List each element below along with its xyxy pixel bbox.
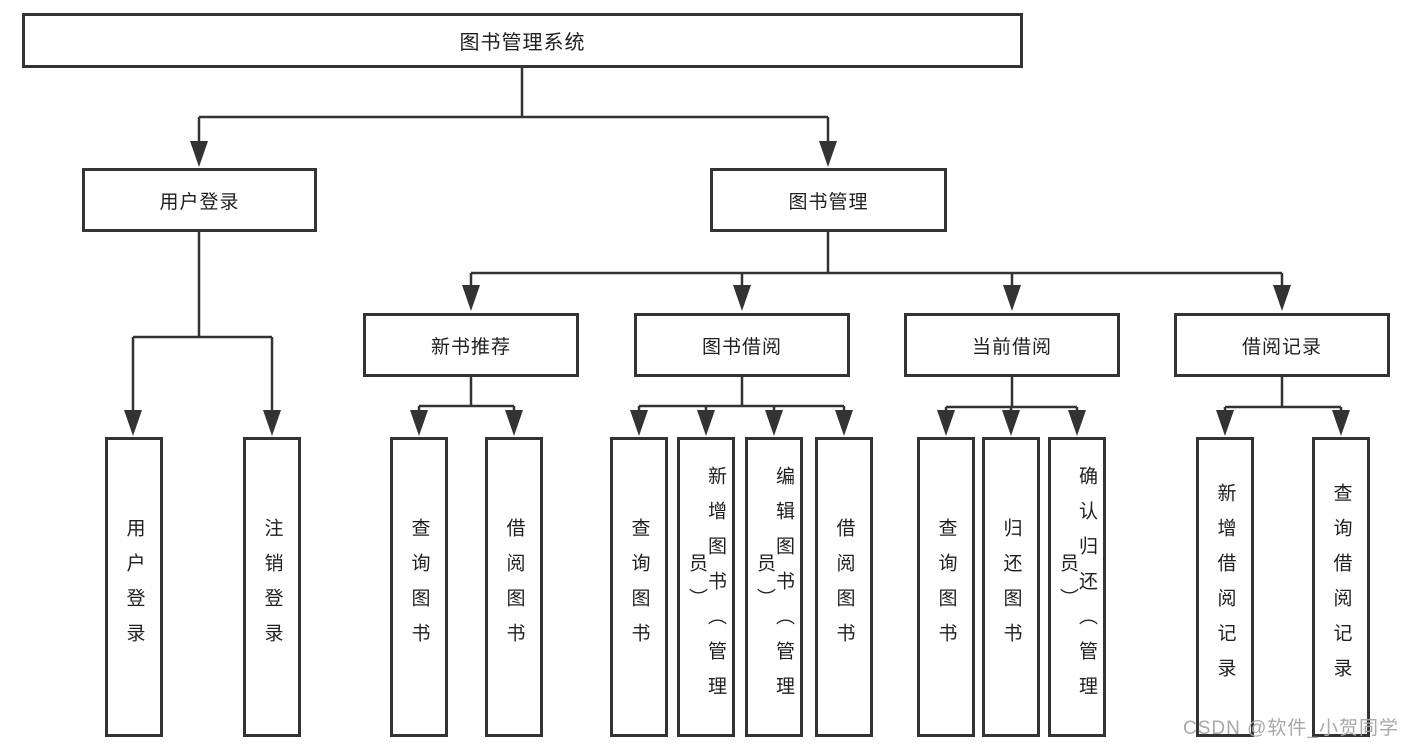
leaf-newbook-query-books: 查询图书 bbox=[390, 437, 448, 737]
node-user-login: 用户登录 bbox=[82, 168, 317, 232]
leaf-user-login: 用户登录 bbox=[105, 437, 163, 737]
csdn-watermark: CSDN @软件_小贺同学 bbox=[1183, 718, 1399, 739]
connector-root-to-level2 bbox=[190, 68, 837, 167]
connector-records-to-leaves bbox=[1216, 377, 1350, 436]
node-root-system: 图书管理系统 bbox=[22, 13, 1023, 68]
leaf-current-query-books: 查询图书 bbox=[917, 437, 975, 737]
leaf-records-query-record: 查询借阅记录 bbox=[1312, 437, 1370, 737]
connector-current-to-leaves bbox=[937, 377, 1086, 436]
node-book-borrow: 图书借阅 bbox=[634, 313, 850, 377]
leaf-records-add-record: 新增借阅记录 bbox=[1196, 437, 1254, 737]
connector-borrow-to-leaves bbox=[630, 377, 853, 436]
leaf-current-return-books: 归还图书 bbox=[982, 437, 1040, 737]
leaf-borrow-edit-books-admin: 编辑图书（管理员） bbox=[745, 437, 803, 737]
connector-bookmgmt-to-level3 bbox=[462, 232, 1291, 311]
node-new-book-recommend: 新书推荐 bbox=[363, 313, 579, 377]
leaf-borrow-query-books: 查询图书 bbox=[610, 437, 668, 737]
node-book-management: 图书管理 bbox=[710, 168, 947, 232]
node-current-borrow: 当前借阅 bbox=[904, 313, 1120, 377]
connector-userlogin-to-leaves bbox=[124, 232, 281, 436]
leaf-borrow-borrow-books: 借阅图书 bbox=[815, 437, 873, 737]
node-borrow-records: 借阅记录 bbox=[1174, 313, 1390, 377]
connector-newbook-to-leaves bbox=[410, 377, 523, 436]
leaf-borrow-add-books-admin: 新增图书（管理员） bbox=[677, 437, 735, 737]
leaf-logout: 注销登录 bbox=[243, 437, 301, 737]
leaf-newbook-borrow-books: 借阅图书 bbox=[485, 437, 543, 737]
leaf-current-confirm-return-admin: 确认归还（管理员） bbox=[1048, 437, 1106, 737]
